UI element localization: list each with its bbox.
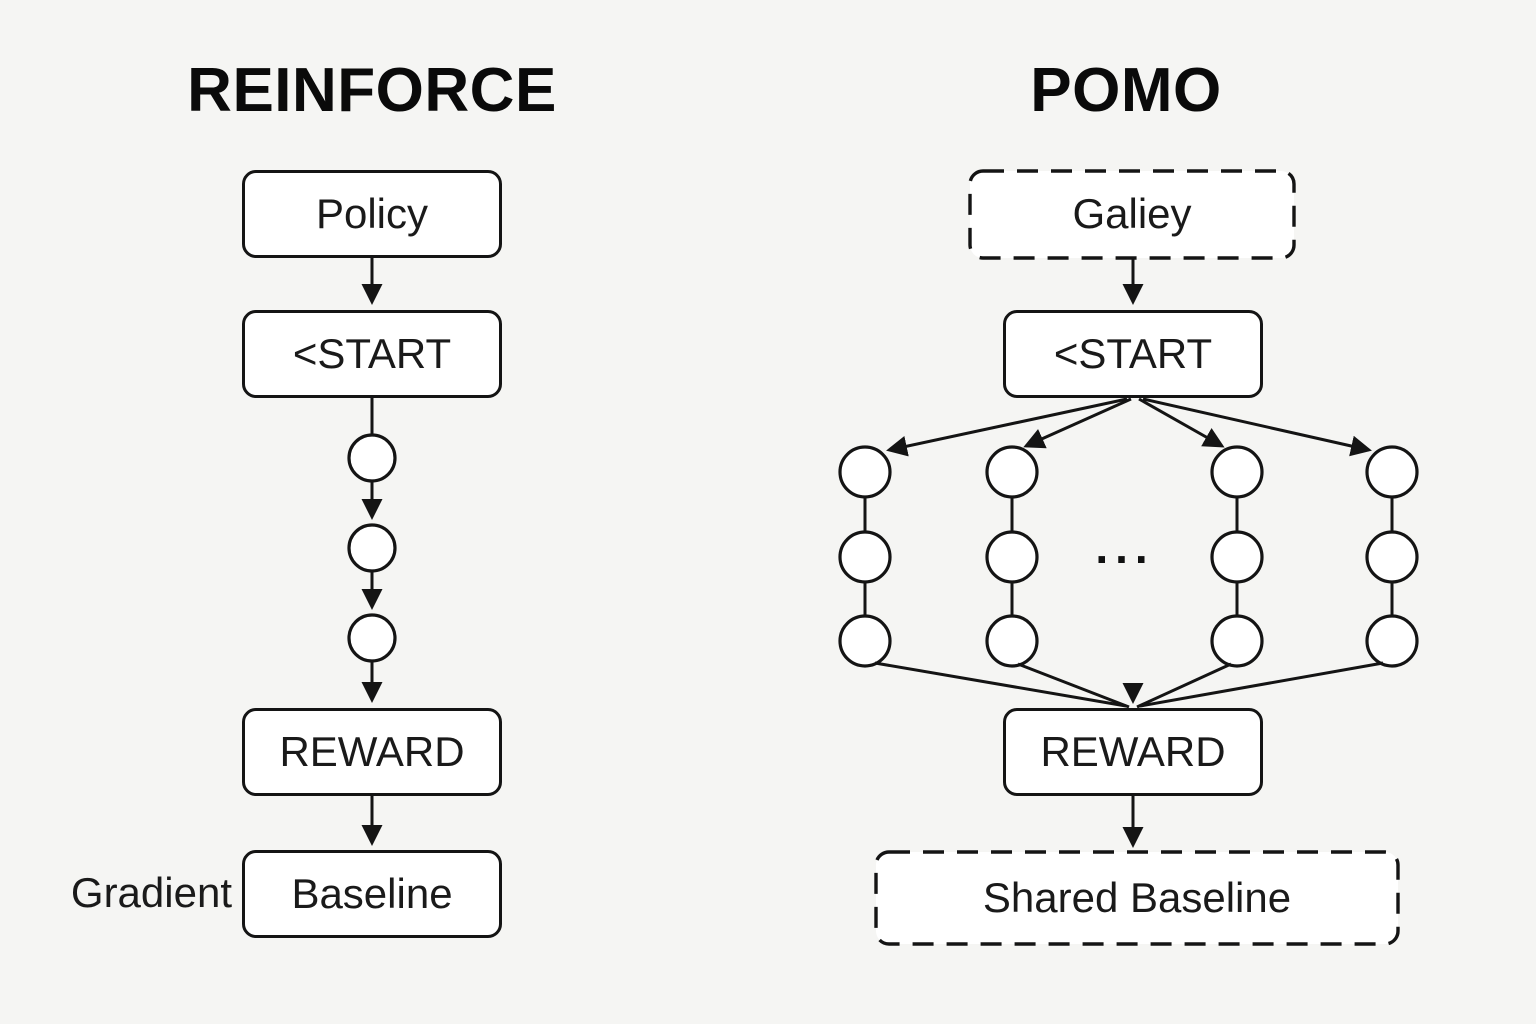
start-node-pomo: <START: [1003, 310, 1263, 398]
rollout-node-circle: [838, 445, 892, 499]
rollout-ellipsis: ...: [1095, 521, 1155, 573]
gradient-label: Gradient: [70, 869, 232, 916]
reward-node-reinforce: REWARD: [242, 708, 502, 796]
shared-baseline-outline: [874, 850, 1400, 946]
line-rollout1-to-reward: [874, 661, 1127, 708]
shared-baseline-node: Shared Baseline: [876, 852, 1398, 944]
rollout-node-circle: [1210, 614, 1264, 668]
rollout-node-circle: [1210, 445, 1264, 499]
rollout-node-circle: [1210, 530, 1264, 584]
arrow-start-to-rollout1: [886, 397, 1128, 457]
policy-node: Policy: [242, 170, 502, 258]
line-rollout4-to-reward: [1139, 661, 1384, 708]
baseline-node: Baseline: [242, 850, 502, 938]
shared-baseline-node-label: Shared Baseline: [982, 874, 1292, 921]
policy-node-label: Policy: [315, 190, 429, 237]
reward-node-pomo: REWARD: [1003, 708, 1263, 796]
rollout-node-circle: [1365, 530, 1419, 584]
step-node-circle: [347, 523, 397, 573]
baseline-node-label: Baseline: [291, 870, 453, 917]
line-rollout3-to-reward: [1136, 662, 1232, 709]
arrow-start-to-rollout2: [1023, 397, 1132, 449]
rollout-node-circle: [985, 530, 1039, 584]
rollout-node-circle: [838, 530, 892, 584]
reward-node-reinforce-label: REWARD: [279, 728, 465, 775]
rollout-node-circle: [1365, 445, 1419, 499]
arrow-start-to-rollout4: [1142, 397, 1372, 457]
start-node-reinforce: <START: [242, 310, 502, 398]
step-node-circle: [347, 433, 397, 483]
start-node-reinforce-label: <START: [292, 330, 452, 377]
rollout-node-circle: [985, 445, 1039, 499]
pomo-title: POMO: [1030, 56, 1222, 125]
rollout-node-circle: [838, 614, 892, 668]
instance-node: Galiey: [970, 170, 1294, 258]
arrow-start-to-rollout3: [1138, 397, 1225, 448]
reinforce-title: REINFORCE: [187, 56, 557, 125]
instance-node-label: Galiey: [1072, 190, 1192, 237]
start-node-pomo-label: <START: [1053, 330, 1213, 377]
rollout-node-circle: [1365, 614, 1419, 668]
reward-node-pomo-label: REWARD: [1040, 728, 1226, 775]
step-node-circle: [347, 613, 397, 663]
rollout-node-circle: [985, 614, 1039, 668]
line-rollout2-to-reward: [1017, 662, 1130, 709]
